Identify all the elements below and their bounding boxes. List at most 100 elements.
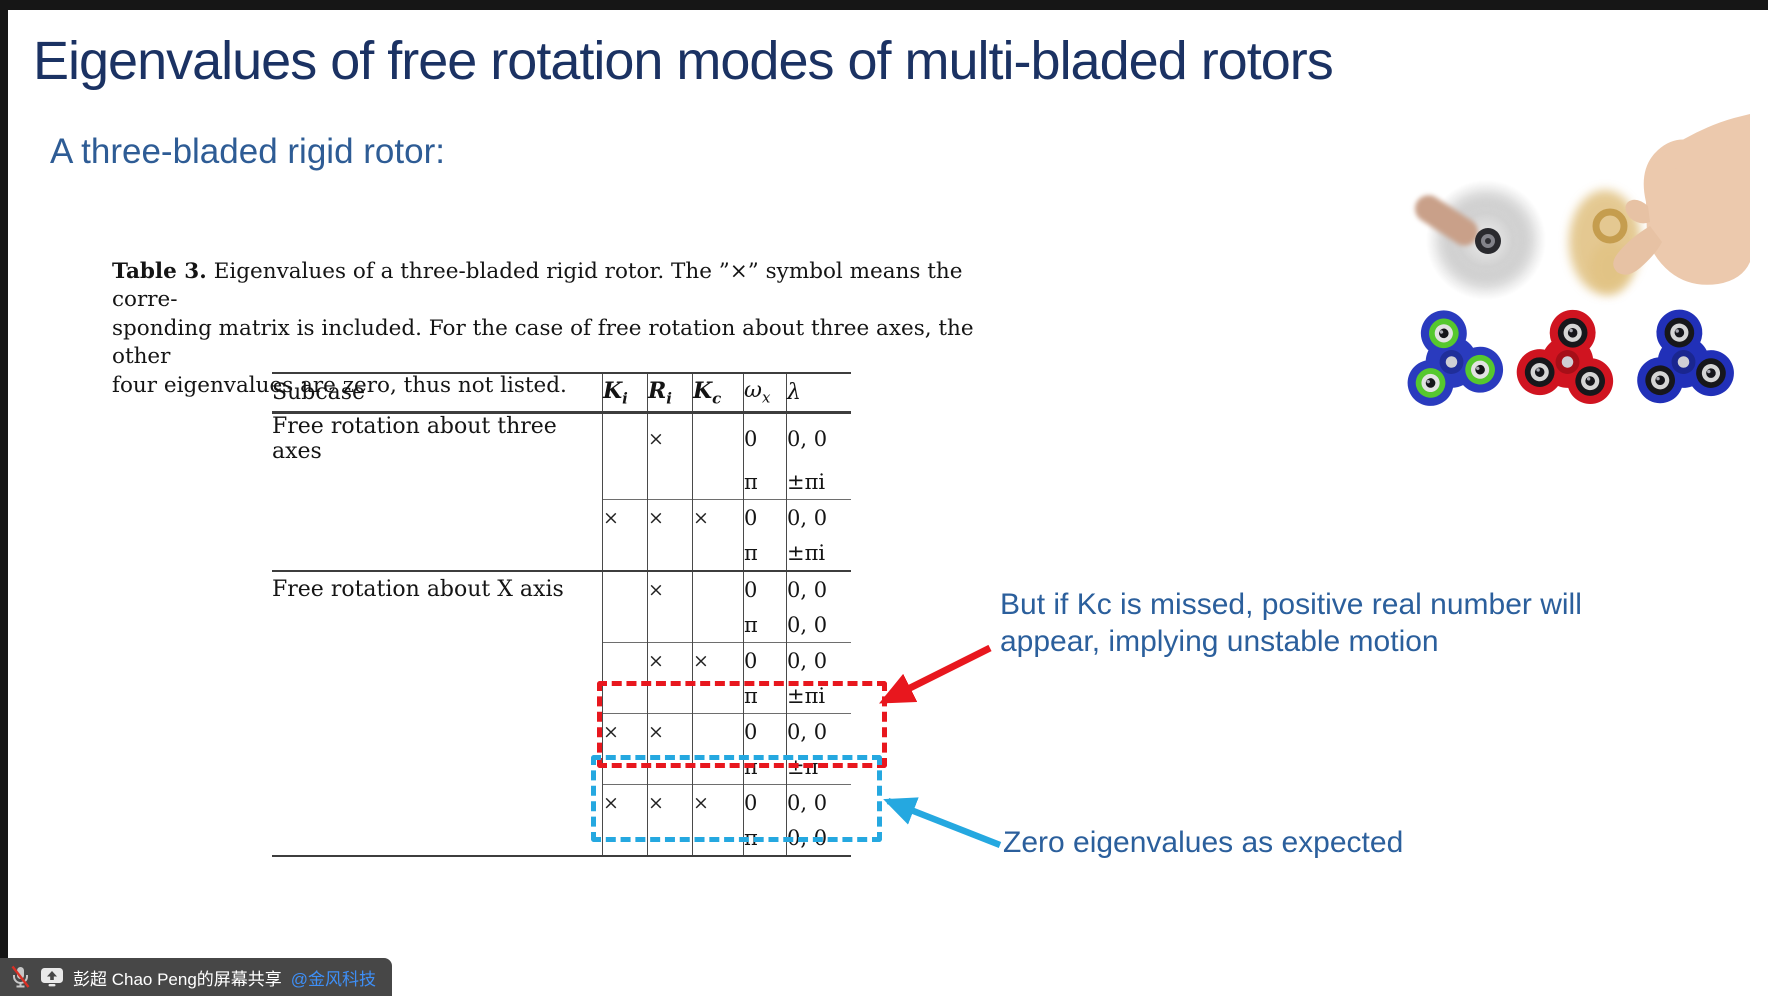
omega-cell: 0 xyxy=(743,570,787,607)
omega-cell: π xyxy=(743,535,787,571)
zoom-share-indicator: 彭超 Chao Peng的屏幕共享 @金风科技 xyxy=(0,958,392,996)
ri-mark-cell: × xyxy=(647,784,693,820)
red-arrow-icon xyxy=(878,644,992,705)
lambda-cell: ±πi xyxy=(786,535,851,571)
fidget-spinner-image xyxy=(1637,309,1734,404)
annotation-zero: Zero eigenvalues as expected xyxy=(1003,826,1404,859)
window-border-left xyxy=(0,0,8,996)
finger xyxy=(1414,195,1479,246)
subcase-cell xyxy=(272,749,603,785)
kc-mark-cell xyxy=(692,535,744,571)
gold-ring xyxy=(1592,208,1628,244)
hand xyxy=(1613,114,1750,285)
slide-subtitle: A three-bladed rigid rotor: xyxy=(50,132,445,171)
share-text: 彭超 Chao Peng的屏幕共享 xyxy=(73,969,282,989)
omega-cell: 0 xyxy=(743,411,787,464)
ki-mark-cell: × xyxy=(602,499,648,535)
ki-mark-cell xyxy=(602,570,648,607)
ki-mark-cell xyxy=(602,642,648,678)
omega-cell: 0 xyxy=(743,713,787,749)
kc-mark-cell xyxy=(692,464,744,500)
subcase-cell xyxy=(272,535,603,571)
share-mention: @金风科技 xyxy=(290,969,377,989)
subcase-cell xyxy=(272,785,603,821)
omega-cell: π xyxy=(743,607,787,643)
ri-mark-cell xyxy=(647,535,693,571)
col-header-0: Subcase xyxy=(272,372,603,413)
caption-line-2: sponding matrix is included. For the cas… xyxy=(112,315,974,370)
subcase-cell xyxy=(272,714,603,750)
annotation-unstable-line-2: appear, implying unstable motion xyxy=(1000,625,1439,659)
omega-cell: π xyxy=(743,464,787,500)
ri-mark-cell: × xyxy=(647,642,693,678)
ri-mark-cell: × xyxy=(647,499,693,535)
lambda-cell: 0, 0 xyxy=(786,713,851,749)
lambda-cell: 0, 0 xyxy=(786,570,851,607)
subcase-cell xyxy=(272,643,603,679)
lambda-cell: ±πi xyxy=(786,464,851,500)
ki-mark-cell xyxy=(602,411,648,464)
fidget-spinner-image xyxy=(1407,310,1504,406)
subcase-cell xyxy=(272,820,603,857)
kc-mark-cell: × xyxy=(692,642,744,678)
col-header-5: λ xyxy=(786,372,851,413)
lambda-cell: 0, 0 xyxy=(786,784,851,820)
ki-mark-cell: × xyxy=(602,713,648,749)
fidget-spinner-images xyxy=(1396,306,1739,418)
window-border-top xyxy=(0,0,1768,10)
table-row: π±πi xyxy=(272,535,851,571)
col-header-2: Ri xyxy=(647,372,693,413)
subcase-cell xyxy=(272,464,603,500)
caption-line-1: Table 3.Eigenvalues of a three-bladed ri… xyxy=(112,258,1022,315)
cyan-dashed-highlight xyxy=(591,755,882,842)
mic-muted-icon xyxy=(11,965,30,988)
kc-mark-cell xyxy=(692,607,744,643)
omega-cell: 0 xyxy=(743,499,787,535)
ki-mark-cell xyxy=(602,607,648,643)
fidget-spinner-image xyxy=(1516,309,1614,405)
omega-cell: 0 xyxy=(743,784,787,820)
subcase-cell xyxy=(272,678,603,714)
subcase-cell: Free rotation about three axes xyxy=(272,411,603,464)
lambda-cell: 0, 0 xyxy=(786,411,851,464)
ri-mark-cell: × xyxy=(647,570,693,607)
annotation-unstable: But if Kc is missed, positive real numbe… xyxy=(1000,586,1582,660)
kc-mark-cell xyxy=(692,570,744,607)
ki-mark-cell xyxy=(602,464,648,500)
omega-cell: 0 xyxy=(743,642,787,678)
col-header-1: Ki xyxy=(602,372,648,413)
ri-mark-cell: × xyxy=(647,713,693,749)
ri-mark-cell xyxy=(647,607,693,643)
ri-mark-cell: × xyxy=(647,411,693,464)
caption-label: Table 3. xyxy=(112,259,207,284)
caption-line-1-text: Eigenvalues of a three-bladed rigid roto… xyxy=(112,259,963,313)
kc-mark-cell xyxy=(692,411,744,464)
subcase-cell: Free rotation about X axis xyxy=(272,570,603,607)
kc-mark-cell: × xyxy=(692,784,744,820)
cyan-arrow-icon xyxy=(883,797,1002,849)
slide-title: Eigenvalues of free rotation modes of mu… xyxy=(33,31,1334,91)
red-dashed-highlight xyxy=(597,681,887,768)
ri-mark-cell xyxy=(647,464,693,500)
kc-mark-cell xyxy=(692,713,744,749)
ki-mark-cell: × xyxy=(602,784,648,820)
col-header-3: Kc xyxy=(692,372,744,413)
subcase-cell xyxy=(272,607,603,643)
annotation-unstable-line-1: But if Kc is missed, positive real numbe… xyxy=(1000,588,1582,621)
screen-share-icon xyxy=(41,968,63,987)
lambda-cell: 0, 0 xyxy=(786,607,851,643)
table-row: π±πi xyxy=(272,464,851,500)
fidget-spinner-photo xyxy=(1414,114,1750,300)
col-header-4: ωx xyxy=(743,372,787,413)
ki-mark-cell xyxy=(602,535,648,571)
lambda-cell: 0, 0 xyxy=(786,499,851,535)
